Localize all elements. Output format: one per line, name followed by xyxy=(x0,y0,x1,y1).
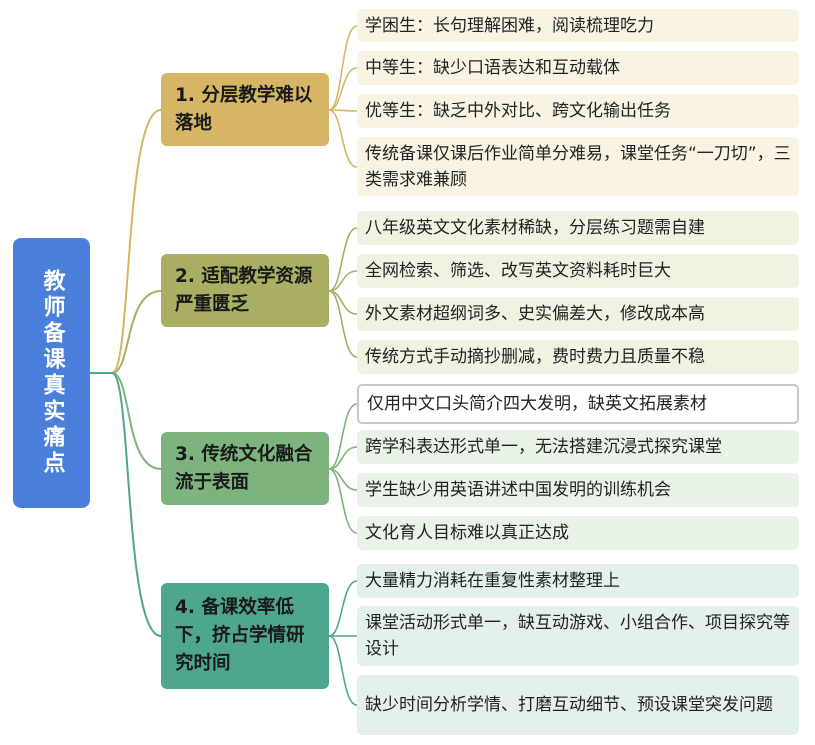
leaf-item[interactable]: 八年级英文文化素材稀缺，分层练习题需自建 xyxy=(357,211,799,245)
branch-teaching-resources[interactable]: 2. 适配教学资源严重匮乏 xyxy=(161,254,329,327)
leaf-item[interactable]: 外文素材超纲词多、史实偏差大，修改成本高 xyxy=(357,297,799,331)
leaf-item[interactable]: 传统备课仅课后作业简单分难易，课堂任务“一刀切”，三类需求难兼顾 xyxy=(357,137,799,196)
connector-line xyxy=(328,635,358,706)
connector-line xyxy=(328,109,358,112)
leaf-item[interactable]: 全网检索、筛选、改写英文资料耗时巨大 xyxy=(357,254,799,288)
leaf-item[interactable]: 文化育人目标难以真正达成 xyxy=(357,516,799,550)
connector-line xyxy=(328,25,358,111)
connector-line xyxy=(328,403,358,470)
leaf-item[interactable]: 缺少时间分析学情、打磨互动细节、预设课堂突发问题 xyxy=(357,675,799,735)
leaf-item[interactable]: 学困生：长句理解困难，阅读梳理吃力 xyxy=(357,9,799,42)
connector-line xyxy=(328,270,358,292)
leaf-item[interactable]: 课堂活动形式单一，缺互动游戏、小组合作、项目探究等设计 xyxy=(357,606,799,666)
connector-line xyxy=(328,227,358,292)
leaf-item[interactable]: 学生缺少用英语讲述中国发明的训练机会 xyxy=(357,473,799,507)
branch-traditional-culture[interactable]: 3. 传统文化融合流于表面 xyxy=(161,432,329,505)
branch-layered-teaching[interactable]: 1. 分层教学难以落地 xyxy=(161,73,329,146)
leaf-item-selected[interactable]: 仅用中文口头简介四大发明，缺英文拓展素材 xyxy=(357,384,799,424)
leaf-item[interactable]: 传统方式手动摘抄删减，费时费力且质量不稳 xyxy=(357,340,799,374)
connector-line xyxy=(328,468,358,534)
branch-efficiency[interactable]: 4. 备课效率低下，挤占学情研究时间 xyxy=(161,583,329,689)
root-title: 教师备课真实痛点 xyxy=(39,269,65,477)
root-node[interactable]: 教师备课真实痛点 xyxy=(13,238,90,508)
connector-line xyxy=(89,290,162,374)
leaf-item[interactable]: 中等生：缺少口语表达和互动载体 xyxy=(357,51,799,85)
leaf-item[interactable]: 跨学科表达形式单一，无法搭建沉浸式探究课堂 xyxy=(357,430,799,464)
connector-line xyxy=(328,580,358,637)
connector-line xyxy=(328,67,358,111)
branch-label: 4. 备课效率低下，挤占学情研究时间 xyxy=(175,597,305,674)
branch-label: 1. 分层教学难以落地 xyxy=(175,84,313,134)
connector-line xyxy=(89,372,162,637)
branch-label: 2. 适配教学资源严重匮乏 xyxy=(175,265,313,315)
leaf-item[interactable]: 大量精力消耗在重复性素材整理上 xyxy=(357,564,799,598)
branch-label: 3. 传统文化融合流于表面 xyxy=(175,443,313,493)
connector-line xyxy=(328,109,358,168)
connector-line xyxy=(328,290,358,358)
connector-line xyxy=(328,446,358,470)
leaf-item[interactable]: 优等生：缺乏中外对比、跨文化输出任务 xyxy=(357,94,799,128)
connector-line xyxy=(89,109,162,374)
